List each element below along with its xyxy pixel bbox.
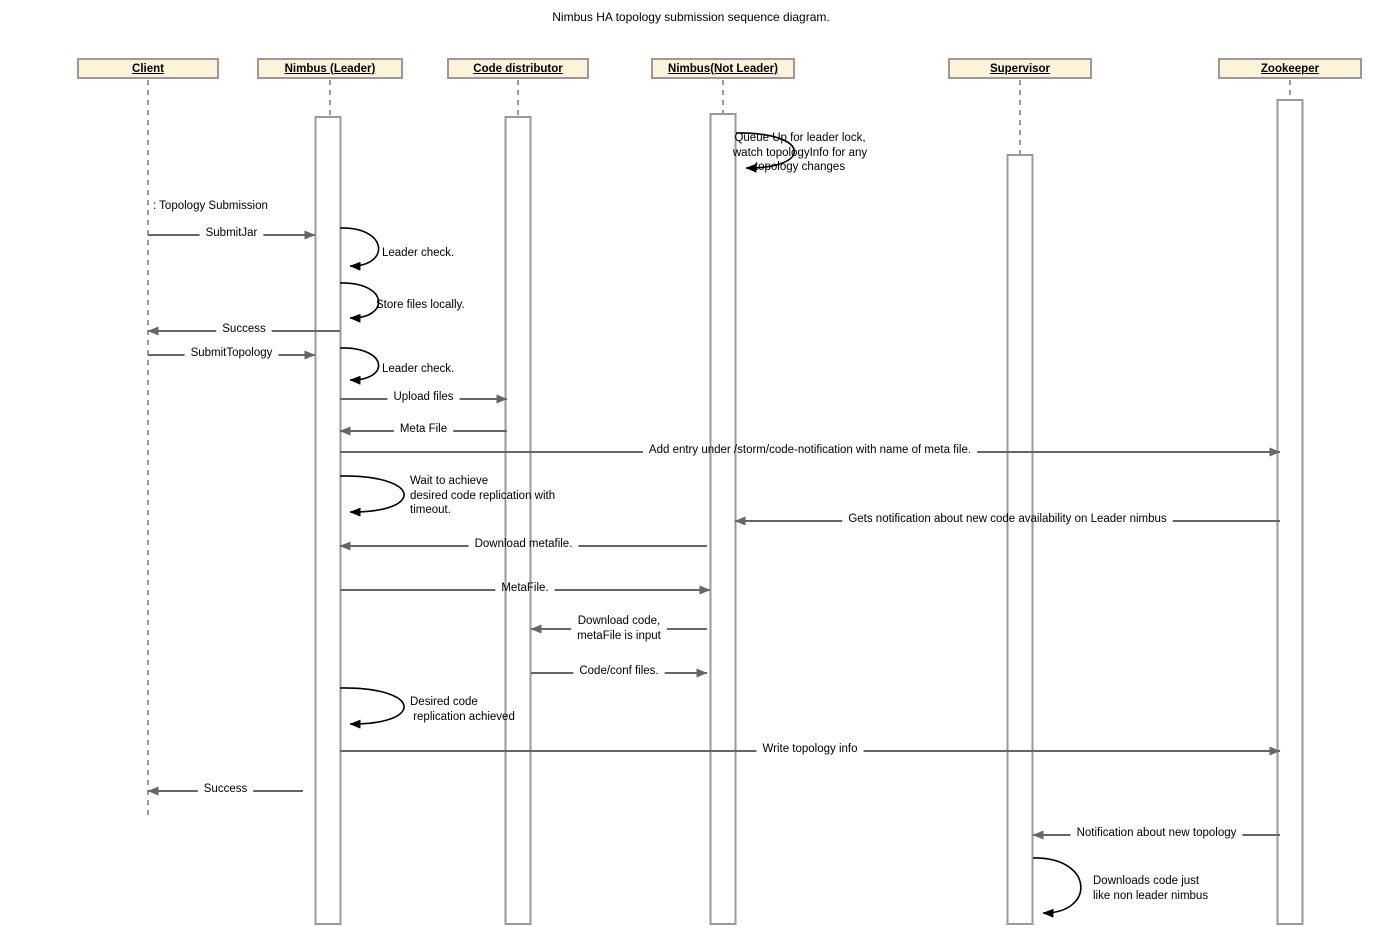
self-message-label-leader-check-2: Leader check. bbox=[382, 363, 455, 375]
message-label-success-1: Success bbox=[222, 323, 266, 335]
actor-label-nimbus-leader: Nimbus (Leader) bbox=[284, 62, 376, 75]
message-label-gets-notif: Gets notification about new code availab… bbox=[848, 513, 1167, 525]
self-message-label-downloads-code: Downloads code just like non leader nimb… bbox=[1093, 875, 1209, 902]
message-label-download-metafile: Download metafile. bbox=[474, 538, 573, 550]
message-label-code-conf: Code/conf files. bbox=[579, 665, 659, 677]
actor-header-supervisor[interactable]: Supervisor bbox=[948, 58, 1092, 79]
actor-header-nimbus-not-leader[interactable]: Nimbus(Not Leader) bbox=[651, 58, 795, 79]
self-messages-layer bbox=[339, 132, 1082, 918]
message-label-meta-file: Meta File bbox=[399, 423, 448, 435]
message-label-write-topology: Write topology info bbox=[762, 743, 858, 755]
page-title: Nimbus HA topology submission sequence d… bbox=[552, 10, 830, 24]
message-label-success-2: Success bbox=[203, 783, 248, 795]
actor-header-code-distributor[interactable]: Code distributor bbox=[447, 58, 589, 79]
actor-header-client[interactable]: Client bbox=[77, 58, 219, 79]
self-message-loop-wait-replication bbox=[339, 475, 405, 517]
activation-bar-code-distributor bbox=[504, 116, 532, 925]
activation-bar-nimbus-not-leader bbox=[709, 113, 737, 925]
message-label-submitjar: SubmitJar bbox=[205, 227, 258, 239]
messages-layer bbox=[147, 230, 1281, 840]
self-message-label-wait-replication: Wait to achieve desired code replication… bbox=[410, 475, 556, 516]
self-message-loop-leader-check-1 bbox=[339, 227, 380, 271]
actor-label-supervisor: Supervisor bbox=[989, 62, 1051, 75]
self-message-loop-store-files bbox=[339, 282, 380, 323]
actor-header-nimbus-leader[interactable]: Nimbus (Leader) bbox=[257, 58, 403, 79]
activations-layer bbox=[314, 99, 1304, 925]
self-message-loop-downloads-code bbox=[1032, 857, 1082, 918]
message-label-notif-new-topo: Notification about new topology bbox=[1076, 827, 1237, 839]
message-label-submittopology: SubmitTopology bbox=[190, 347, 273, 359]
message-label-download-code: Download code, metaFile is input bbox=[577, 615, 661, 642]
message-label-upload-files: Upload files bbox=[393, 391, 454, 403]
actor-label-code-distributor: Code distributor bbox=[473, 62, 563, 75]
actor-label-zookeeper: Zookeeper bbox=[1260, 62, 1320, 75]
activation-bar-nimbus-leader bbox=[314, 116, 342, 925]
actor-header-zookeeper[interactable]: Zookeeper bbox=[1218, 58, 1362, 79]
self-message-loop-queue-up bbox=[735, 132, 796, 173]
lifelines-layer bbox=[147, 80, 1291, 820]
activation-bar-supervisor bbox=[1006, 154, 1034, 925]
self-message-label-desired-achieved: Desired code replication achieved bbox=[410, 696, 515, 723]
self-message-label-store-files: Store files locally. bbox=[376, 299, 465, 311]
message-label-add-entry: Add entry under /storm/code-notification… bbox=[648, 444, 972, 456]
message-label-metafile: MetaFile. bbox=[501, 582, 549, 594]
self-message-loop-desired-achieved bbox=[339, 687, 405, 729]
self-message-loop-leader-check-2 bbox=[339, 347, 380, 385]
self-message-label-queue-up: Queue Up for leader lock, watch topology… bbox=[732, 132, 868, 173]
self-message-label-leader-check-1: Leader check. bbox=[382, 247, 455, 259]
activation-bar-zookeeper bbox=[1276, 99, 1304, 925]
frame-label: : Topology Submission bbox=[153, 200, 268, 212]
actor-label-client: Client bbox=[132, 62, 164, 75]
actor-label-nimbus-not-leader: Nimbus(Not Leader) bbox=[668, 62, 778, 75]
